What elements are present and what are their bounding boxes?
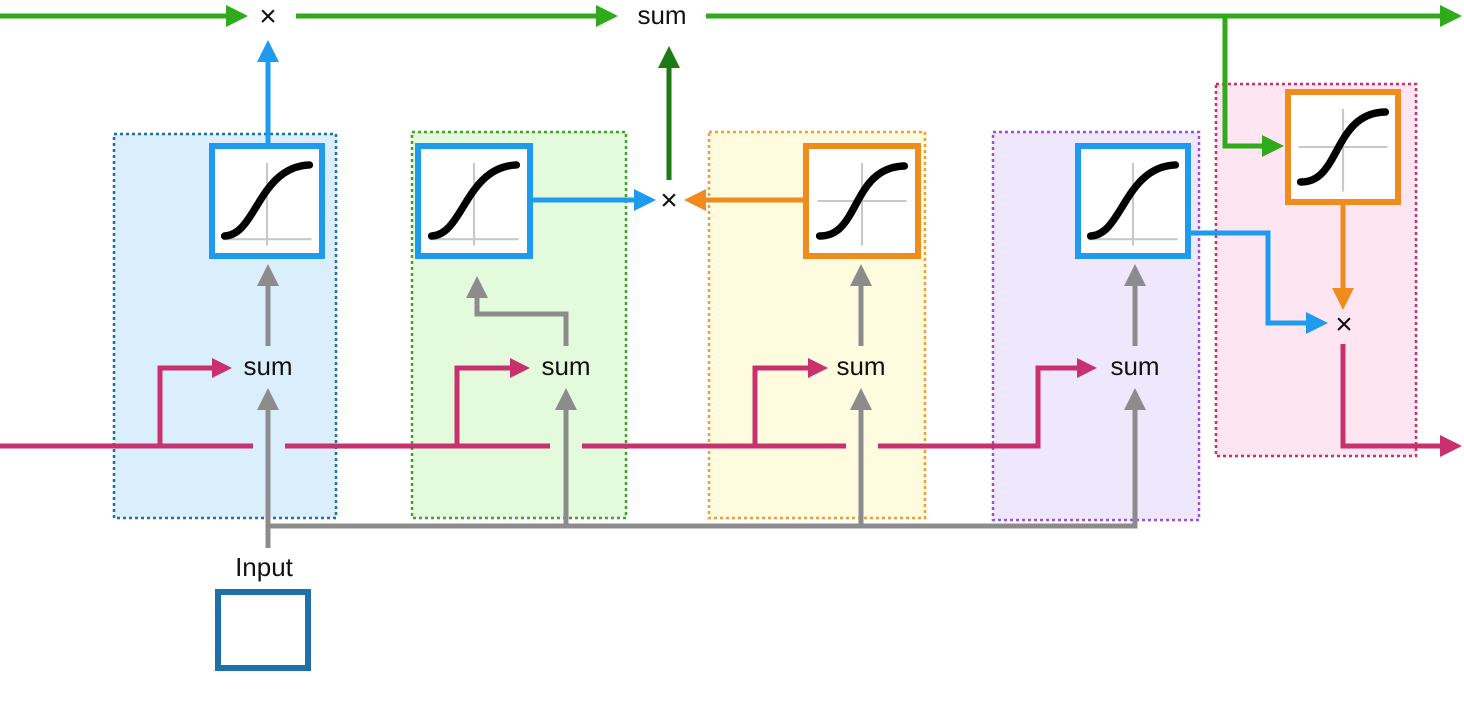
sigmoid-curve-icon: [1075, 143, 1191, 259]
sum-operator: sum: [1110, 351, 1159, 381]
cell-state-line: [0, 5, 1462, 157]
multiply-operator: ×: [259, 0, 277, 33]
sum-operator: sum: [243, 351, 292, 381]
tanh-curve-icon: [803, 143, 921, 259]
tanh-curve-icon: [1285, 89, 1401, 205]
tanh-output-arrows: [684, 189, 1354, 310]
input-gate-to-cell-state-arrow: [658, 46, 680, 180]
input-box: [215, 589, 311, 671]
hidden-state-line: [0, 344, 1462, 457]
sigmoid-curve-icon: [209, 143, 325, 259]
multiply-operator: ×: [1335, 308, 1353, 341]
sigmoid-output-arrows: [257, 40, 1328, 334]
input-lines: [257, 264, 1146, 548]
sum-operator: sum: [541, 351, 590, 381]
sum-operator: sum: [836, 351, 885, 381]
sum-operator: sum: [637, 0, 686, 30]
sigmoid-curve-icon: [415, 143, 533, 259]
multiply-operator: ×: [660, 184, 678, 217]
input-label: Input: [235, 552, 294, 582]
